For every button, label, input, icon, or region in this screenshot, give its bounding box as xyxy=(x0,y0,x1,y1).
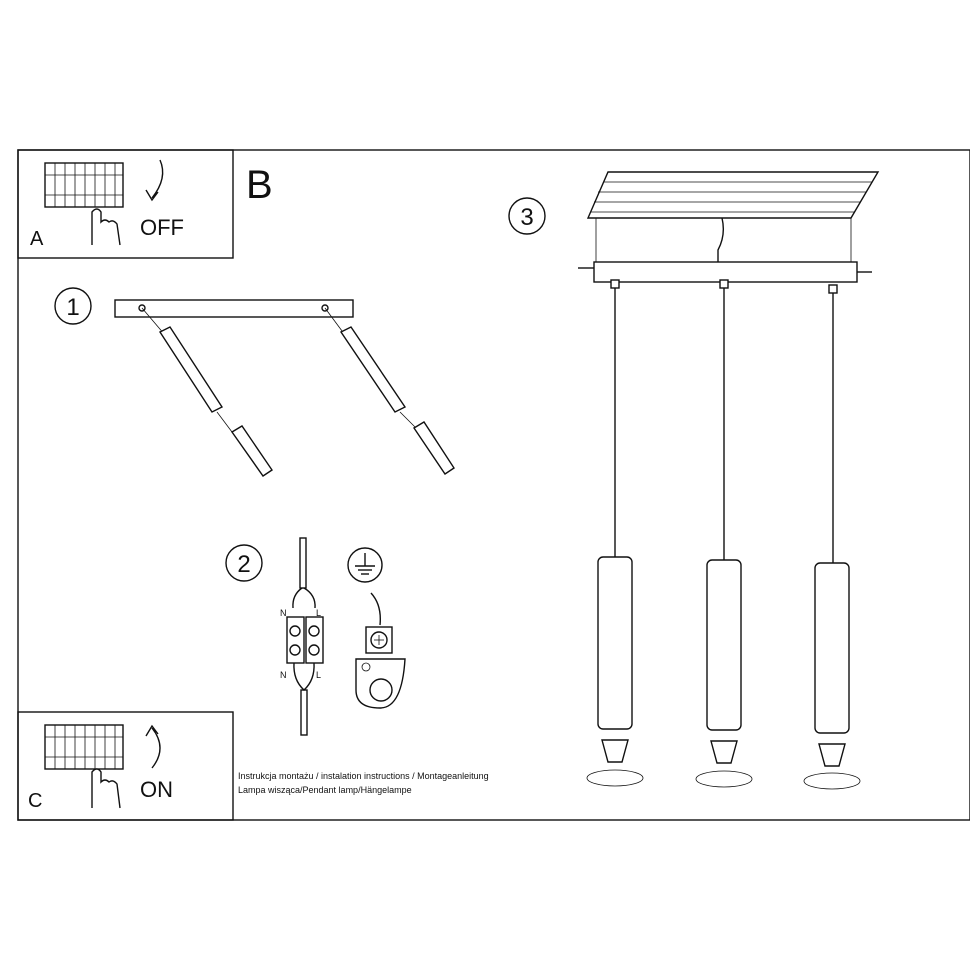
ground-wire xyxy=(370,592,381,626)
pendant-lamp xyxy=(695,279,753,788)
step-2-number: 2 xyxy=(237,551,250,578)
pendant-lamp xyxy=(803,284,861,790)
terminal-block: N L N L xyxy=(280,537,324,736)
panel-c-switch-on: C ON xyxy=(17,711,234,821)
step-2-badge xyxy=(225,544,263,582)
panel-a-letter: A xyxy=(30,228,44,250)
panel-c-letter: C xyxy=(28,790,42,812)
breaker-box-icon xyxy=(44,724,124,770)
diagram-frame xyxy=(17,149,970,821)
pendant-lamp xyxy=(586,279,644,787)
caption-instructions: Instrukcja montażu / instalation instruc… xyxy=(238,771,489,781)
step-1-number: 1 xyxy=(66,294,79,321)
on-label: ON xyxy=(140,777,173,802)
step-1-mount-bracket: 1 xyxy=(54,287,455,477)
neutral-label-bottom: N xyxy=(280,670,287,680)
breaker-box-icon xyxy=(44,162,124,208)
live-label-bottom: L xyxy=(316,670,321,680)
ground-symbol-icon xyxy=(347,547,383,583)
hand-icon xyxy=(91,208,121,246)
step-3-pendant-lamp: 3 xyxy=(508,171,880,790)
step-2-wiring: 2 N L N L xyxy=(225,537,406,736)
screw-and-dowel-left xyxy=(141,307,273,477)
canopy xyxy=(578,261,872,283)
arrow-down-icon xyxy=(145,159,164,202)
live-label-top: L xyxy=(316,608,321,618)
neutral-label-top: N xyxy=(280,608,287,618)
hand-icon xyxy=(91,768,121,809)
arrow-up-icon xyxy=(145,724,161,769)
off-label: OFF xyxy=(140,215,184,240)
ceiling xyxy=(586,171,880,262)
panel-a-switch-off: A OFF xyxy=(17,149,234,259)
mounting-bracket xyxy=(114,299,354,318)
ground-terminal xyxy=(355,626,406,709)
step-3-number: 3 xyxy=(520,204,533,231)
step-3-badge xyxy=(508,197,546,235)
step-1-badge xyxy=(54,287,92,325)
caption-product: Lampa wisząca/Pendant lamp/Hängelampe xyxy=(238,785,412,795)
panel-b-letter: B xyxy=(246,163,273,207)
screw-and-dowel-right xyxy=(324,307,455,475)
